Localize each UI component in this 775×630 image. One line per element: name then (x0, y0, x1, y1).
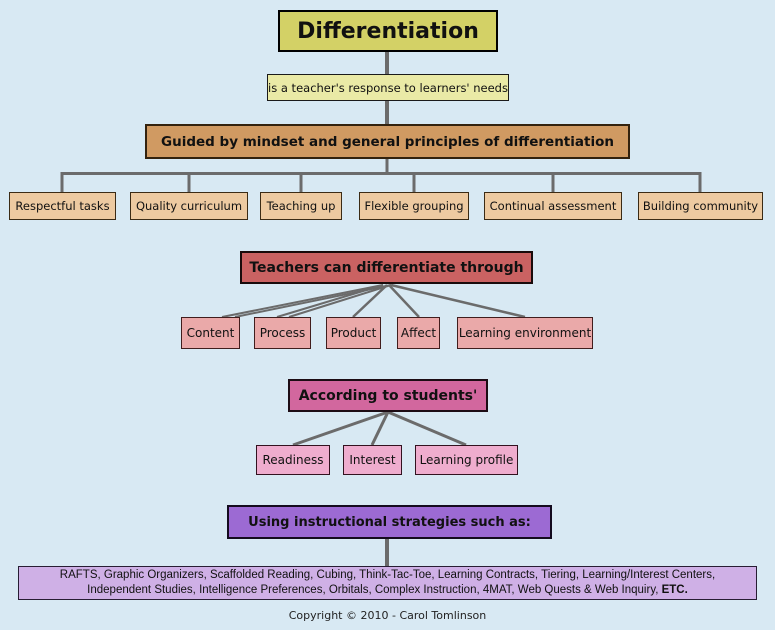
principles-tree-connector (60, 172, 702, 192)
node-flexible-grouping: Flexible grouping (359, 192, 469, 220)
node-teacher-response: is a teacher's response to learners' nee… (267, 74, 509, 101)
node-respectful-tasks: Respectful tasks (9, 192, 116, 220)
strategies-list-line1: RAFTS, Graphic Organizers, Scaffolded Re… (59, 569, 716, 582)
node-content: Content (181, 317, 240, 349)
node-continual-assessment: Continual assessment (484, 192, 622, 220)
strategies-etc: ETC. (661, 584, 688, 596)
students-fan-connector (292, 410, 467, 447)
node-differentiate-through-header: Teachers can differentiate through (240, 251, 533, 284)
node-quality-curriculum: Quality curriculum (130, 192, 248, 220)
node-differentiation-title: Differentiation (278, 10, 498, 52)
node-teaching-up: Teaching up (260, 192, 342, 220)
node-building-community: Building community (638, 192, 763, 220)
node-interest: Interest (343, 445, 402, 475)
node-strategies-list: RAFTS, Graphic Organizers, Scaffolded Re… (18, 566, 757, 600)
node-affect: Affect (397, 317, 440, 349)
node-according-to-students-header: According to students' (288, 379, 488, 412)
node-guided-principles-header: Guided by mindset and general principles… (145, 124, 630, 159)
node-learning-environment: Learning environment (457, 317, 593, 349)
copyright-text: Copyright © 2010 - Carol Tomlinson (288, 609, 487, 622)
node-readiness: Readiness (256, 445, 330, 475)
strategies-list-line2: Independent Studies, Intelligence Prefer… (87, 584, 688, 596)
node-learning-profile: Learning profile (415, 445, 518, 475)
node-product: Product (326, 317, 381, 349)
node-instructional-strategies-header: Using instructional strategies such as: (227, 505, 552, 539)
differentiate-fan-connector (221, 283, 526, 319)
node-process: Process (254, 317, 311, 349)
